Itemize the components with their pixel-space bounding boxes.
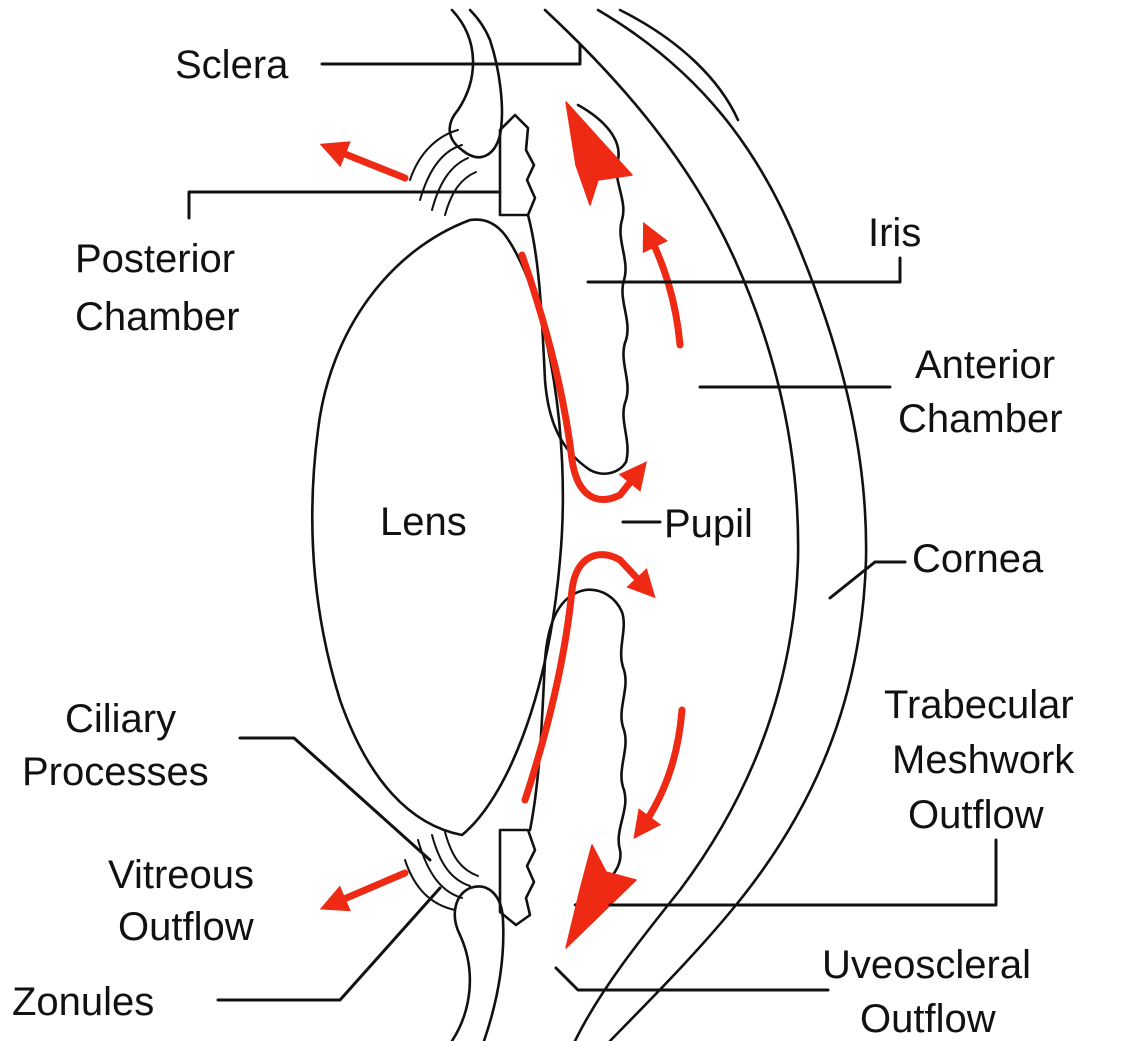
zonules-upper xyxy=(410,130,476,215)
trabecular-meshwork-lower xyxy=(566,845,636,948)
ciliary-body-lower xyxy=(500,830,535,925)
ciliary-body-upper xyxy=(500,115,535,215)
trabecular-meshwork-leader xyxy=(610,840,996,905)
label-sclera: Sclera xyxy=(175,43,289,87)
label-lens: Lens xyxy=(380,500,467,544)
flow-arrow-anterior-upper xyxy=(648,232,680,345)
zonules-lower xyxy=(405,832,478,910)
flow-arrow-vitreous-upper xyxy=(330,148,405,178)
sclera-leader xyxy=(322,45,580,64)
flow-arrow-anterior-lower xyxy=(640,710,682,830)
label-trabecular-meshwork-outflow: Trabecular Meshwork Outflow xyxy=(884,683,1085,837)
sclera-lower-wall xyxy=(452,887,503,1041)
label-vitreous-outflow: Vitreous Outflow xyxy=(108,853,265,949)
label-cornea: Cornea xyxy=(912,537,1044,581)
label-zonules: Zonules xyxy=(12,980,154,1024)
flow-arrow-vitreous-lower xyxy=(330,873,405,905)
ciliary-processes-leader xyxy=(240,738,430,860)
sclera-outer-curve xyxy=(620,10,738,120)
label-uveoscleral-outflow: Uveoscleral Outflow xyxy=(822,943,1042,1041)
label-ciliary-processes: Ciliary Processes xyxy=(22,697,209,794)
sclera-upper-wall xyxy=(450,10,502,157)
posterior-chamber-leader xyxy=(189,192,500,218)
cornea-leader xyxy=(830,562,905,598)
label-posterior-chamber: Posterior Chamber xyxy=(75,237,246,339)
label-iris: Iris xyxy=(868,211,921,255)
trabecular-meshwork-upper xyxy=(566,102,632,205)
label-anterior-chamber: Anterior Chamber xyxy=(898,343,1066,441)
labels: Sclera Posterior Chamber Iris Anterior C… xyxy=(12,43,1085,1041)
uveoscleral-leader xyxy=(556,968,828,990)
label-pupil: Pupil xyxy=(664,502,753,546)
